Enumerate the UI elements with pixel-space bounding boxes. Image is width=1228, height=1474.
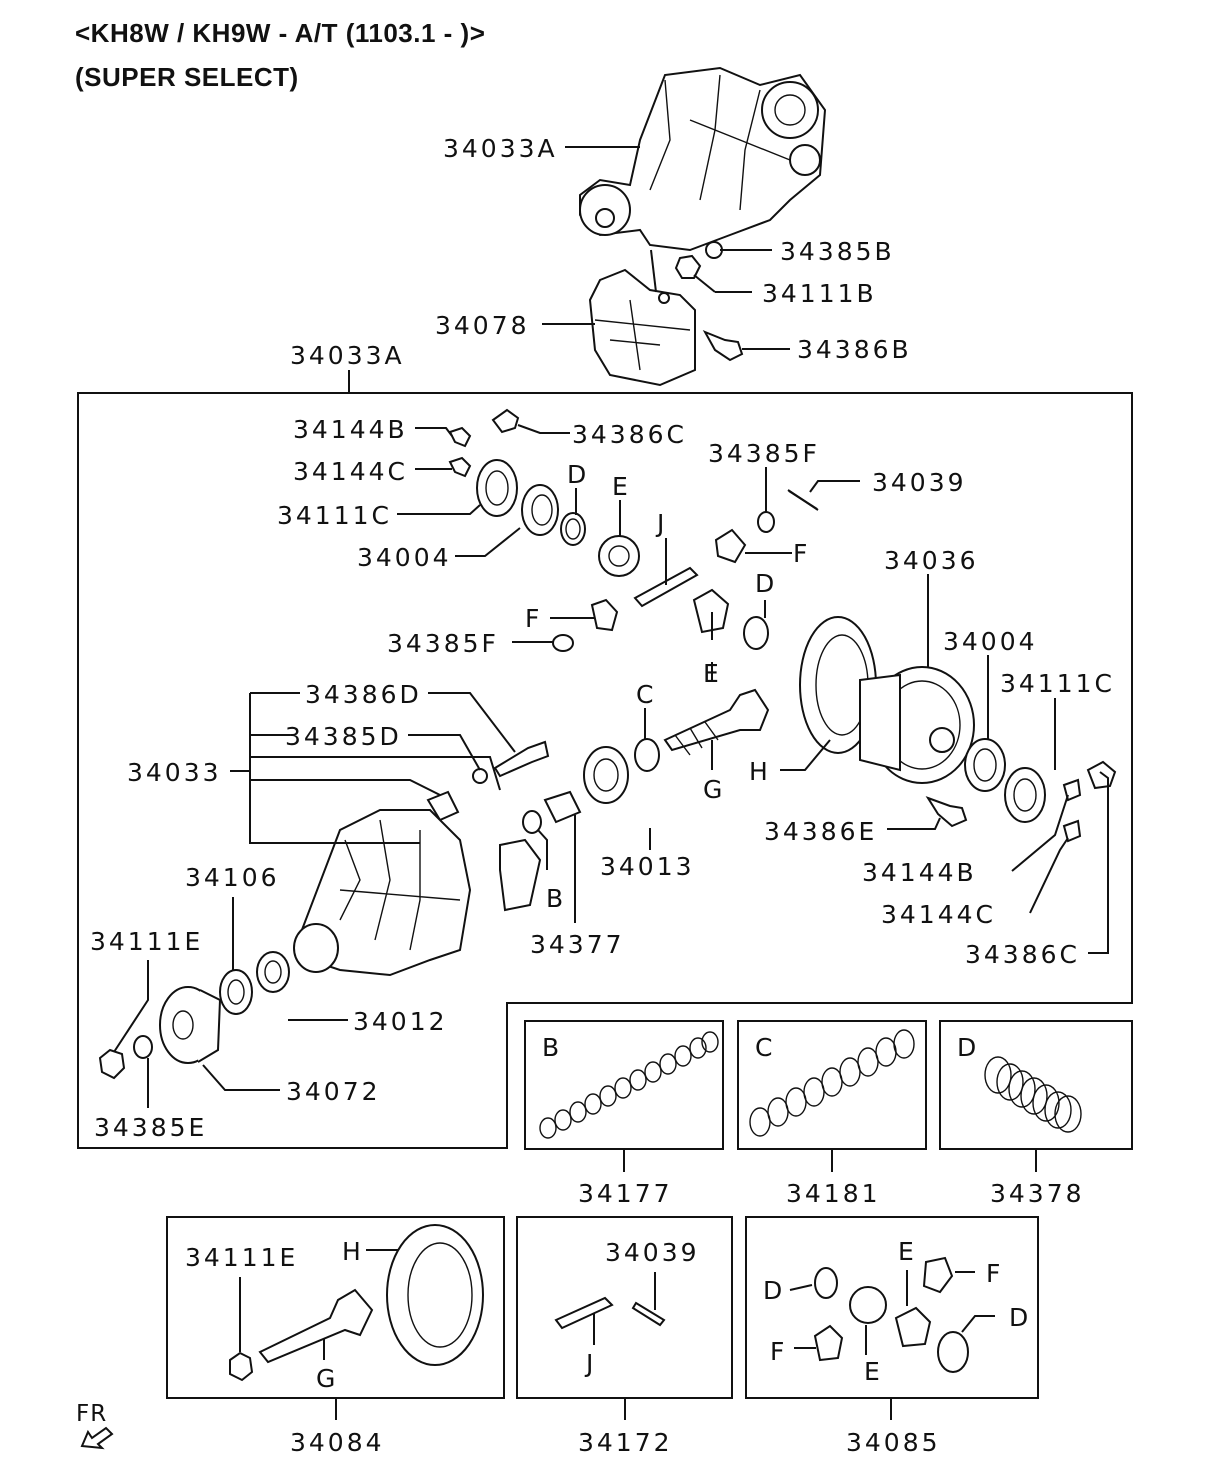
kit-box-34085: D E F D F E 34085 bbox=[745, 1216, 1039, 1457]
callout-34377: 34377 bbox=[530, 930, 625, 959]
front-arrow-icon bbox=[80, 1426, 114, 1450]
kit-34085-label-F1: F bbox=[986, 1259, 1003, 1288]
callout-34385B: 34385B bbox=[780, 237, 895, 266]
kit-34084-label-G: G bbox=[316, 1364, 338, 1393]
callout-34033A-top: 34033A bbox=[443, 134, 558, 163]
callout-34111B: 34111B bbox=[762, 279, 877, 308]
callout-34012: 34012 bbox=[353, 1007, 448, 1036]
kit-34085-label-D2: D bbox=[1009, 1303, 1031, 1332]
kit-34085-label-E2: E bbox=[864, 1357, 883, 1386]
top-leader-lines bbox=[348, 146, 790, 393]
callout-34144B-a: 34144B bbox=[293, 415, 408, 444]
kit-34181-letter: C bbox=[755, 1033, 775, 1062]
callout-E-1: E bbox=[612, 472, 631, 501]
callout-34144C-a: 34144C bbox=[293, 457, 408, 486]
kit-34378-letter: D bbox=[957, 1033, 979, 1062]
kit-box-34172: 34039 J 34172 bbox=[516, 1216, 733, 1457]
callout-34106: 34106 bbox=[185, 863, 280, 892]
kit-34378-number: 34378 bbox=[990, 1179, 1085, 1208]
kit-34085-label-D1: D bbox=[763, 1276, 785, 1305]
callout-34004-b: 34004 bbox=[943, 627, 1038, 656]
callout-34039-a: 34039 bbox=[872, 468, 967, 497]
diagram-title: <KH8W / KH9W - A/T (1103.1 - )> bbox=[75, 18, 486, 48]
callout-34386E: 34386E bbox=[764, 817, 877, 846]
callout-H-1: H bbox=[749, 757, 771, 786]
callout-34386C-a: 34386C bbox=[572, 420, 687, 449]
callout-34033: 34033 bbox=[127, 758, 222, 787]
callout-34111C-b: 34111C bbox=[1000, 669, 1115, 698]
top-callout-labels: 34033A 34385B 34111B 34078 34386B 34033A bbox=[290, 134, 912, 370]
callout-34144C-b: 34144C bbox=[881, 900, 996, 929]
callout-34078: 34078 bbox=[435, 311, 530, 340]
main-leader-lines bbox=[113, 424, 1109, 1108]
kit-34172-label-J: J bbox=[584, 1349, 596, 1378]
differential-carrier-assembly-illustration bbox=[579, 66, 827, 387]
kit-box-34177: B 34177 bbox=[524, 1020, 724, 1208]
kit-34084-label-34111E: 34111E bbox=[185, 1243, 298, 1272]
kit-34177-number: 34177 bbox=[578, 1179, 673, 1208]
kit-box-34181: C 34181 bbox=[737, 1020, 927, 1208]
callout-C-1: C bbox=[636, 680, 656, 709]
callout-F-2: F bbox=[525, 604, 542, 633]
callout-D-1: D bbox=[567, 460, 589, 489]
callout-34386B: 34386B bbox=[797, 335, 912, 364]
kit-34085-number: 34085 bbox=[846, 1428, 941, 1457]
kit-box-34378: D 34378 bbox=[939, 1020, 1133, 1208]
exploded-parts-illustration bbox=[98, 408, 1117, 1080]
callout-34004-a: 34004 bbox=[357, 543, 452, 572]
callout-34033A-box: 34033A bbox=[290, 341, 405, 370]
main-callout-labels: 34144B 34386C 34144C 34111C 34004 34385F… bbox=[90, 415, 1115, 1142]
front-direction-indicator: FR bbox=[76, 1401, 114, 1450]
kit-box-34084: 34111E H G 34084 bbox=[166, 1216, 505, 1457]
kit-34172-number: 34172 bbox=[578, 1428, 673, 1457]
kit-34085-label-E1: E bbox=[898, 1237, 917, 1266]
callout-34111C-a: 34111C bbox=[277, 501, 392, 530]
callout-34111E-a: 34111E bbox=[90, 927, 203, 956]
callout-E-2: E bbox=[703, 659, 722, 688]
callout-34144B-b: 34144B bbox=[862, 858, 977, 887]
callout-34385E: 34385E bbox=[94, 1113, 207, 1142]
callout-B-1: B bbox=[546, 884, 566, 913]
callout-34036: 34036 bbox=[884, 546, 979, 575]
callout-34385F-a: 34385F bbox=[708, 439, 820, 468]
kit-34085-label-F2: F bbox=[770, 1337, 787, 1366]
callout-34072: 34072 bbox=[286, 1077, 381, 1106]
callout-34013: 34013 bbox=[600, 852, 695, 881]
diagram-subtitle: (SUPER SELECT) bbox=[75, 62, 299, 92]
main-assembly-frame bbox=[77, 392, 1133, 1149]
callout-G-1: G bbox=[703, 775, 725, 804]
kit-34181-number: 34181 bbox=[786, 1179, 881, 1208]
callout-F-1: F bbox=[793, 539, 810, 568]
callout-D-2: D bbox=[755, 569, 777, 598]
callout-J-1: J bbox=[655, 509, 667, 538]
kit-34177-letter: B bbox=[542, 1033, 562, 1062]
kit-34084-number: 34084 bbox=[290, 1428, 385, 1457]
callout-34385D: 34385D bbox=[285, 722, 402, 751]
front-label: FR bbox=[76, 1401, 107, 1427]
kit-34172-label-34039: 34039 bbox=[605, 1238, 700, 1267]
kit-34084-label-H: H bbox=[342, 1237, 364, 1266]
callout-34386D: 34386D bbox=[305, 680, 422, 709]
callout-34385F-b: 34385F bbox=[387, 629, 499, 658]
callout-34386C-b: 34386C bbox=[965, 940, 1080, 969]
